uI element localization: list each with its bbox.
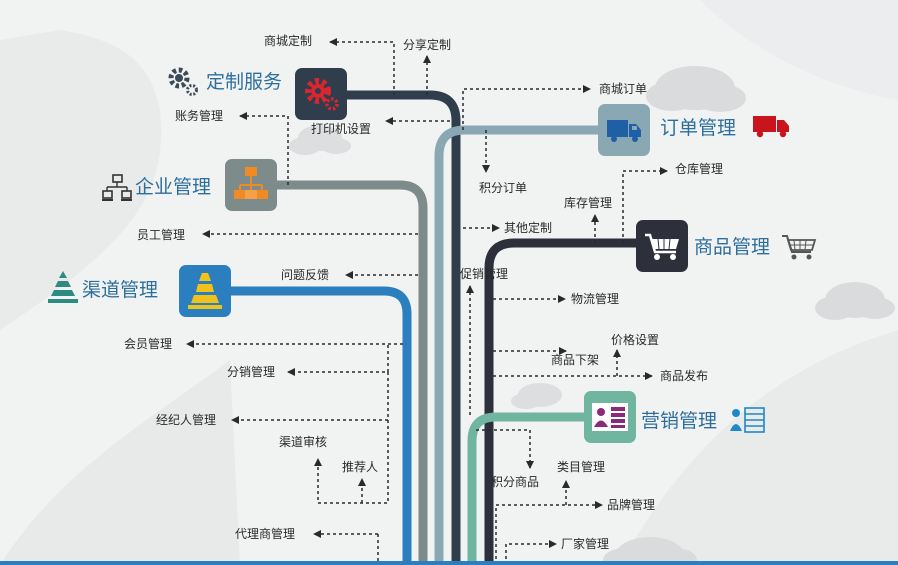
leaf-jifen-dingdan[interactable]: 积分订单 [479,181,528,195]
dingdan-title: 订单管理 [660,117,737,139]
shopping-cart-icon [782,235,817,260]
contact-card-icon [592,403,628,431]
leaf-fenxiang-dingzhi[interactable]: 分享定制 [403,38,452,52]
leaf-changjia-guanli[interactable]: 厂家管理 [561,537,610,551]
dingzhi-node[interactable] [295,68,347,120]
leaf-qita-dingzhi[interactable]: 其他定制 [504,221,553,235]
shopping-cart-icon [645,233,679,260]
yingxiao-node[interactable] [584,391,636,443]
traffic-cone-icon [48,271,78,303]
network-icon [234,167,268,199]
network-icon [102,174,132,201]
leaf-shangcheng-dingdan[interactable]: 商城订单 [599,82,648,96]
cloud-icon [603,537,697,565]
truck-icon [607,120,641,142]
qiye-title: 企业管理 [135,176,212,198]
cloud-icon [646,66,746,112]
qudao-title: 渠道管理 [82,279,159,301]
yingxiao-title: 营销管理 [641,410,718,432]
trunk-qudao [205,286,412,565]
leaf-dayinji-shezhi[interactable]: 打印机设置 [311,122,372,136]
dingdan-node[interactable] [598,104,650,156]
gear-icon [305,78,339,111]
qiye-node[interactable] [225,159,277,211]
leaf-shangpin-xiajia[interactable]: 商品下架 [551,353,600,367]
leaf-tuijianren[interactable]: 推荐人 [342,460,379,474]
traffic-cone-icon [188,273,222,309]
leaf-kucun-guanli[interactable]: 库存管理 [564,196,613,210]
dingzhi-title: 定制服务 [206,71,283,93]
trunk-shangpin [484,238,662,565]
leaf-shangcheng-dingzhi[interactable]: 商城定制 [264,34,313,48]
leaf-jiage-shezhi[interactable]: 价格设置 [611,333,660,347]
leaf-leimu-guanli[interactable]: 类目管理 [557,460,606,474]
leaf-jifen-shangpin[interactable]: 积分商品 [491,475,540,489]
leaf-jingjiren-guanli[interactable]: 经纪人管理 [156,413,217,427]
cloud-icon [289,125,351,155]
gear-icon [168,67,198,96]
trunk-yingxiao [467,412,608,565]
bottom-border [0,561,898,565]
leaf-huiyuan-guanli[interactable]: 会员管理 [124,337,173,351]
shangpin-node[interactable] [636,220,688,272]
leaf-shangpin-fabu[interactable]: 商品发布 [660,369,709,383]
contact-card-icon [730,407,765,433]
trunk-dingdan [434,125,600,565]
shangpin-title: 商品管理 [694,236,771,258]
leaf-wuliu-guanli[interactable]: 物流管理 [571,292,620,306]
cloud-icon [815,282,895,320]
truck-icon [753,116,789,138]
trunk-qiye [250,180,428,565]
leaf-qudao-shenhe[interactable]: 渠道审核 [279,435,328,449]
leaf-wenti-fankui[interactable]: 问题反馈 [281,268,330,282]
leaf-cuxiao-guanli[interactable]: 促销管理 [460,267,509,281]
qudao-node[interactable] [179,265,231,317]
leaf-fenxiao-guanli[interactable]: 分销管理 [227,365,276,379]
leaf-zhangwu-guanli[interactable]: 账务管理 [175,109,224,123]
trunk-dingzhi [322,90,461,565]
leaf-yuangong-guanli[interactable]: 员工管理 [137,228,186,242]
leaf-pinpai-guanli[interactable]: 品牌管理 [607,498,656,512]
cloud-icon [511,383,562,409]
leaf-dailishang-guanli[interactable]: 代理商管理 [235,527,296,541]
leaf-cangku-guanli[interactable]: 仓库管理 [675,162,724,176]
